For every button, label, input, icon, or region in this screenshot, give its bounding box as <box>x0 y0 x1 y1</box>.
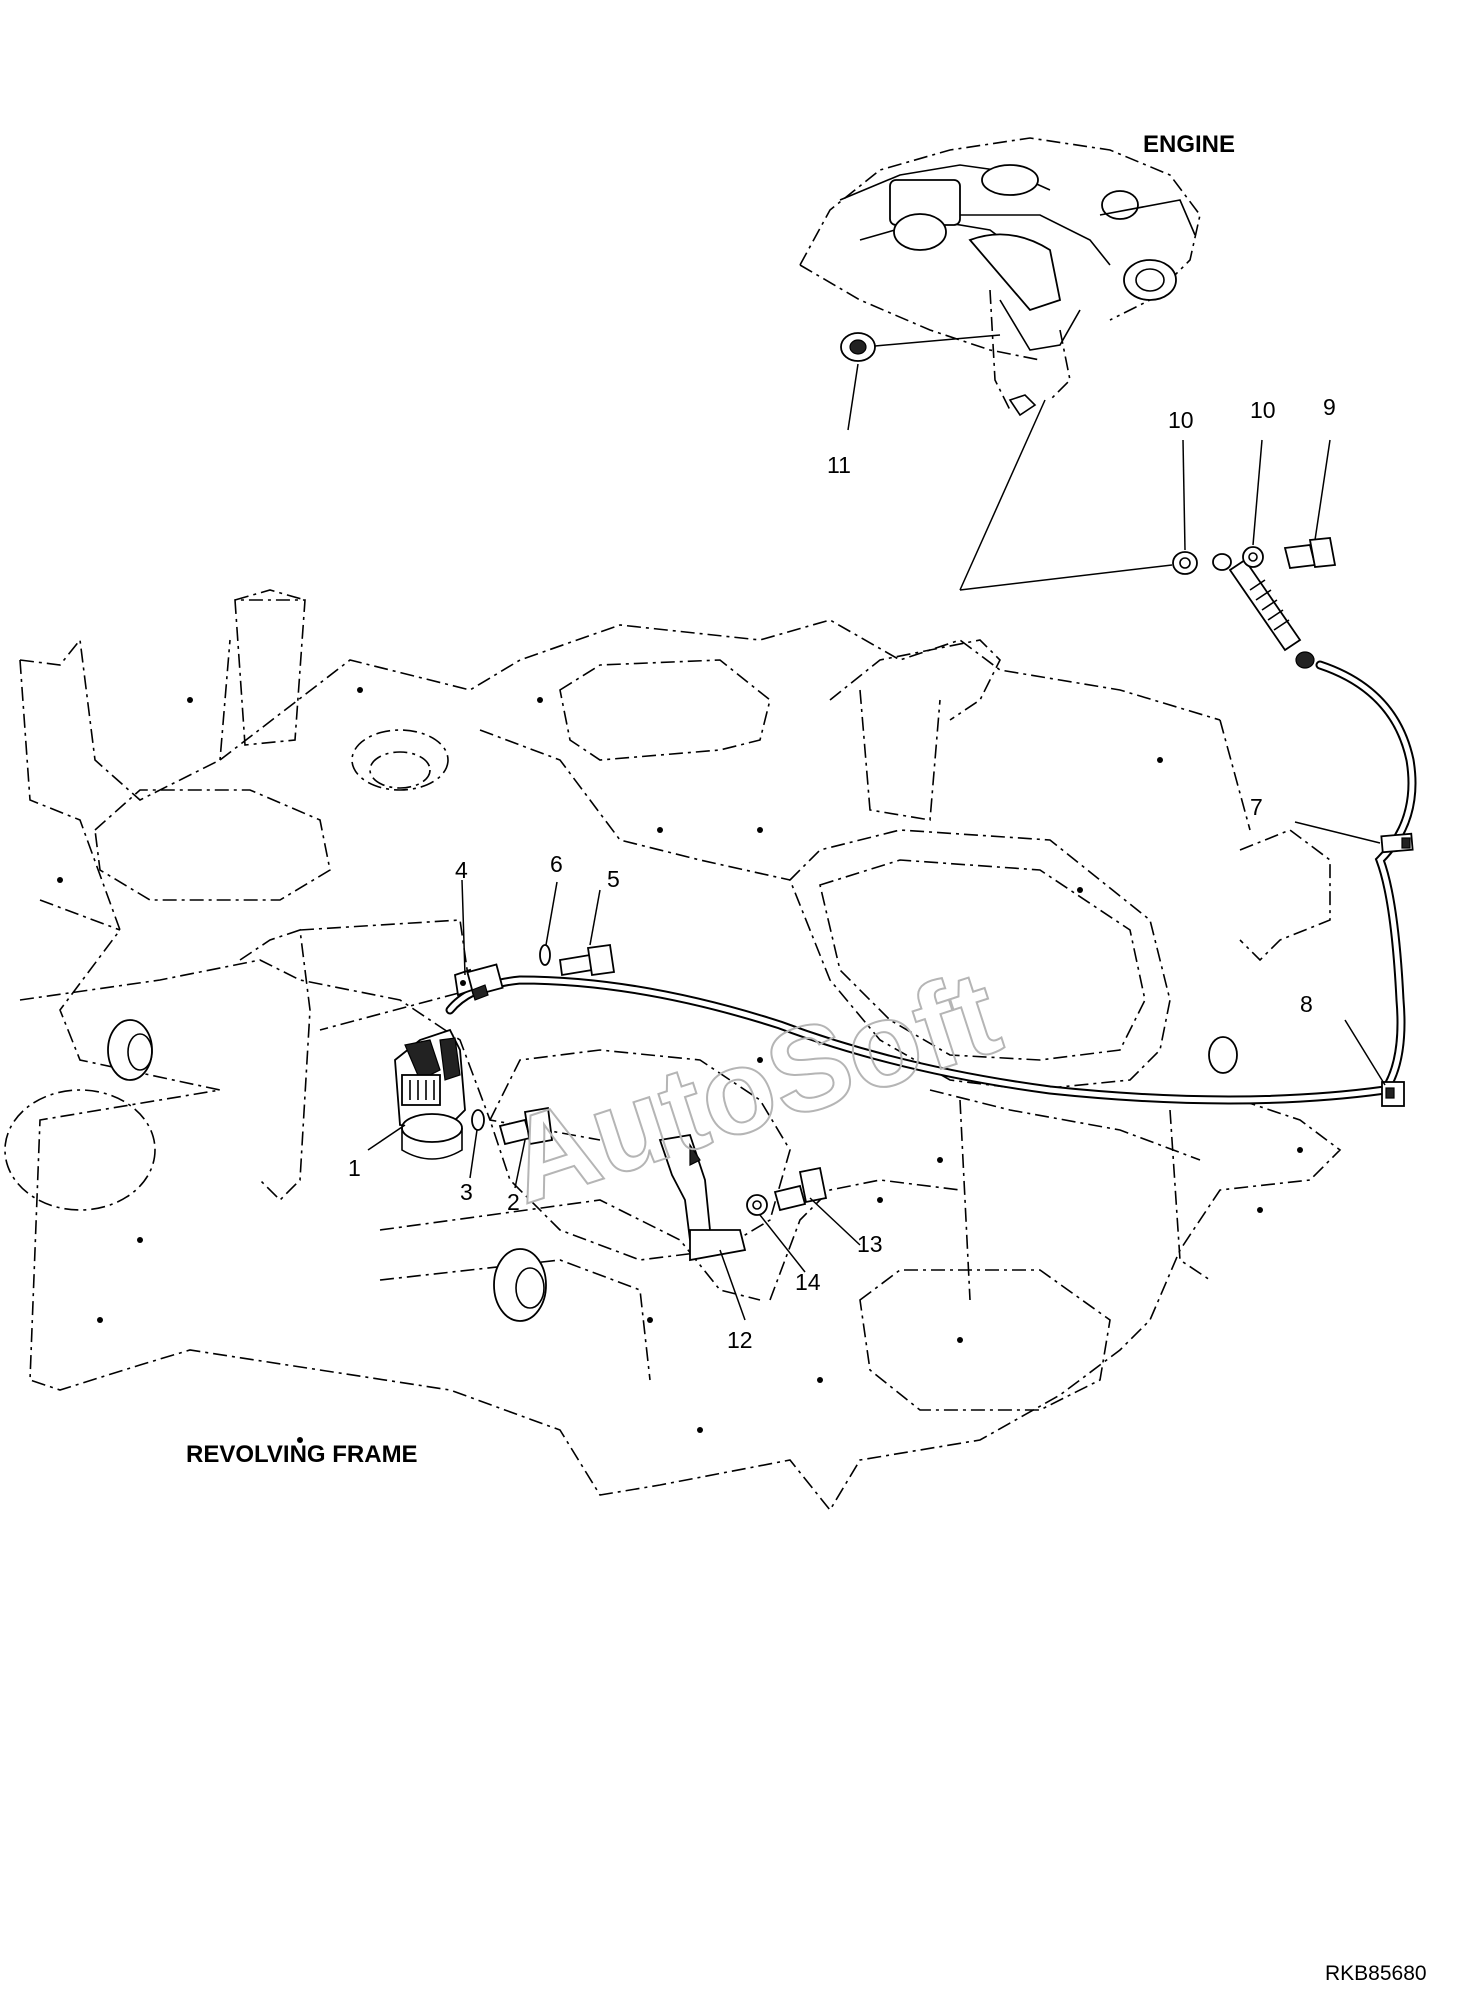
callout-7: 7 <box>1250 794 1263 820</box>
frame-holes <box>57 687 1303 1443</box>
callout-10-right: 10 <box>1250 397 1276 423</box>
callout-3: 3 <box>460 1179 473 1205</box>
part-1-solenoid <box>394 1028 466 1160</box>
clamp-8 <box>1381 1081 1405 1107</box>
mount-left <box>107 1019 153 1081</box>
connector <box>466 963 504 1001</box>
hose-assembly <box>445 553 1417 1107</box>
part-12-bracket <box>658 1133 747 1262</box>
part-11-nut <box>840 332 876 362</box>
part-10-washer-b <box>1242 546 1264 568</box>
part-14-washer <box>746 1194 768 1216</box>
leader-lines <box>367 363 1386 1321</box>
callout-13: 13 <box>857 1231 883 1257</box>
watermark-text: AutoSoft <box>491 945 1014 1229</box>
callout-2: 2 <box>507 1189 520 1215</box>
part-6-washer <box>539 944 551 966</box>
part-5-bolt <box>558 943 616 977</box>
engine-illustration <box>799 137 1201 417</box>
engine-label: ENGINE <box>1143 131 1235 158</box>
part-9-bolt <box>1283 537 1337 569</box>
mount-lower <box>493 1248 547 1322</box>
revolving-frame-illustration <box>4 589 1342 1512</box>
part-10-washer-a <box>1172 551 1198 575</box>
callout-4: 4 <box>455 857 468 883</box>
part-3-washer <box>471 1109 485 1131</box>
callout-8: 8 <box>1300 991 1313 1017</box>
cable-end-fitting <box>1212 553 1315 669</box>
callout-14: 14 <box>795 1269 821 1295</box>
callout-12: 12 <box>727 1327 753 1353</box>
reference-code: RKB85680 <box>1325 1962 1427 1985</box>
part-13-bolt <box>773 1166 828 1212</box>
callout-9: 9 <box>1323 394 1336 420</box>
callout-11: 11 <box>827 452 851 478</box>
callout-6: 6 <box>550 851 563 877</box>
callout-10-left: 10 <box>1168 407 1194 433</box>
part-2-bolt <box>498 1106 553 1146</box>
callout-5: 5 <box>607 866 620 892</box>
clamp-7 <box>1380 832 1414 854</box>
callout-1: 1 <box>348 1155 361 1181</box>
revolving-frame-label: REVOLVING FRAME <box>186 1441 418 1468</box>
